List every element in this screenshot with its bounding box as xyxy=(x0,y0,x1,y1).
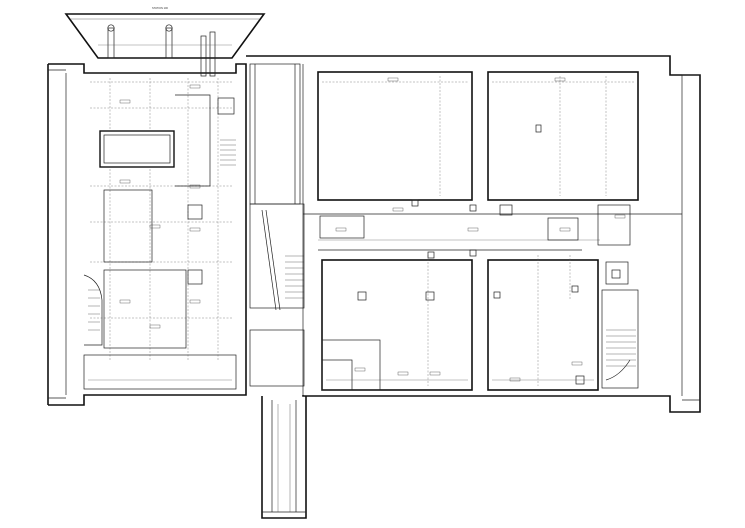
main-block xyxy=(303,71,682,391)
roof-tank-label: STATION 100 xyxy=(152,6,168,10)
roof-tank: STATION 100 xyxy=(64,6,266,77)
tunnel xyxy=(261,396,307,519)
left-wing xyxy=(83,78,237,390)
building-outline xyxy=(47,55,701,413)
central-core xyxy=(249,63,305,396)
